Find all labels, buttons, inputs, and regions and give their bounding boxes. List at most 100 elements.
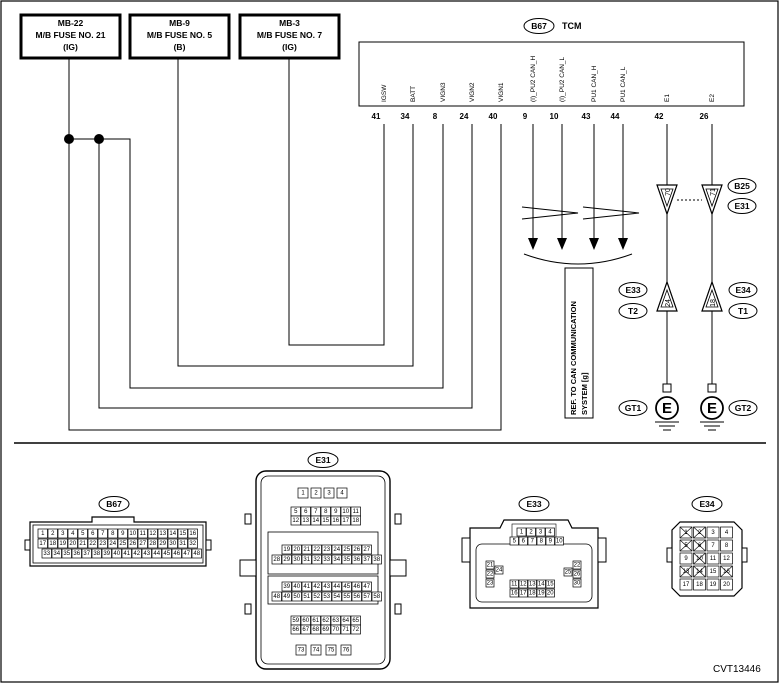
pin-number: 20 (293, 547, 300, 553)
svg-text:T1: T1 (738, 306, 748, 316)
pin-number: 15 (179, 531, 186, 537)
pin-number: 39 (103, 551, 110, 557)
tcm-pin-number: 42 (655, 112, 664, 121)
pin-number: 12 (149, 531, 156, 537)
pin-cell (720, 552, 733, 565)
pin-number: 68 (312, 627, 319, 633)
pin-cell (340, 515, 351, 526)
pin-number: 35 (343, 557, 350, 563)
pin-cell (271, 554, 282, 565)
pin-cell (310, 515, 321, 526)
pin-number: 3 (539, 530, 543, 536)
pin-number: 70 (332, 627, 339, 633)
pin-number: 47 (363, 584, 370, 590)
pin-cell (536, 536, 546, 546)
pin-cell (147, 528, 158, 539)
tcm-pin-number: 44 (611, 112, 620, 121)
label-e34: E34 (728, 282, 758, 298)
pin-cell (321, 581, 332, 592)
ref-note-line: REF. TO CAN COMMUNICATION (569, 301, 578, 415)
pin-cell (297, 487, 309, 499)
pin-number: 20 (723, 582, 730, 588)
tcm-pin-number: 24 (460, 112, 469, 121)
pin-number: 15 (322, 518, 329, 524)
tcm-title: TCM (562, 21, 582, 31)
pin-cell (679, 552, 693, 565)
pin-number: 34 (333, 557, 340, 563)
pin-cell (361, 554, 372, 565)
pin-number: 42 (133, 551, 140, 557)
pin-cell (117, 528, 128, 539)
pin-number: 28 (149, 541, 156, 547)
pin-number: 41 (123, 551, 130, 557)
pin-number: 14 (696, 569, 703, 575)
pin-cell (485, 560, 495, 570)
pin-number: 21 (487, 563, 494, 569)
pin-cell (107, 538, 118, 549)
pin-number: 56 (353, 594, 360, 600)
pin-cell (331, 554, 342, 565)
label-gt2: GT2 (735, 403, 752, 413)
pin-number: 29 (159, 541, 166, 547)
fuse-line: M/B FUSE NO. 5 (147, 30, 212, 40)
pin-number: 5 (294, 509, 298, 515)
fuse-line: MB-9 (169, 18, 190, 28)
pin-cell (171, 548, 182, 559)
pin-cell (518, 579, 528, 589)
pin-number: 41 (303, 584, 310, 590)
pin-cell (310, 487, 322, 499)
pin-number: 45 (343, 584, 350, 590)
pin-cell (177, 528, 188, 539)
tcm-signal-label: VIGN1 (498, 82, 505, 102)
junction-dot (94, 134, 104, 144)
pin-number: 40 (113, 551, 120, 557)
pin-number: 9 (334, 509, 338, 515)
pin-number: 4 (340, 491, 344, 497)
pin-number: 9 (121, 531, 125, 537)
pin-cell (527, 536, 537, 546)
pin-number: 25 (119, 541, 126, 547)
pin-number: 11 (511, 582, 518, 588)
arrow-pin: 24 (665, 299, 672, 307)
pin-number: 16 (332, 518, 339, 524)
twisted-pair-marks (521, 206, 640, 220)
pin-number: 65 (352, 618, 359, 624)
pin-number: 22 (89, 541, 96, 547)
pin-number: 13 (159, 531, 166, 537)
pin-cell (572, 569, 582, 579)
pin-cell (554, 536, 564, 546)
fuse-line: (IG) (282, 42, 297, 52)
pin-cell (161, 548, 172, 559)
pin-cell (101, 548, 112, 559)
pin-cell (351, 581, 362, 592)
pin-cell (187, 528, 198, 539)
pin-number: 5 (684, 543, 688, 549)
pin-cell (127, 538, 138, 549)
pin-number: 42 (313, 584, 320, 590)
tcm-header: B67 TCM (523, 18, 582, 34)
tcm-pin-number: 9 (523, 112, 528, 121)
label-t2: T2 (618, 303, 648, 319)
pin-cell (351, 544, 362, 555)
pin-cell (563, 567, 573, 577)
pin-number: 39 (283, 584, 290, 590)
pin-cell (77, 538, 88, 549)
pin-cell (157, 538, 168, 549)
pin-number: 12 (520, 582, 527, 588)
arrow-pin: 71 (710, 188, 717, 196)
pin-cell (47, 528, 58, 539)
pin-cell (527, 579, 537, 589)
pin-cell (361, 581, 372, 592)
pin-cell (350, 515, 361, 526)
pin-number: 7 (531, 539, 535, 545)
pin-number: 55 (343, 594, 350, 600)
pin-cell (290, 624, 301, 635)
pin-cell (706, 552, 720, 565)
pin-cell (117, 538, 128, 549)
pin-number: 24 (109, 541, 116, 547)
pin-cell (706, 578, 720, 591)
pin-number: 3 (711, 530, 715, 536)
pin-cell (177, 538, 188, 549)
